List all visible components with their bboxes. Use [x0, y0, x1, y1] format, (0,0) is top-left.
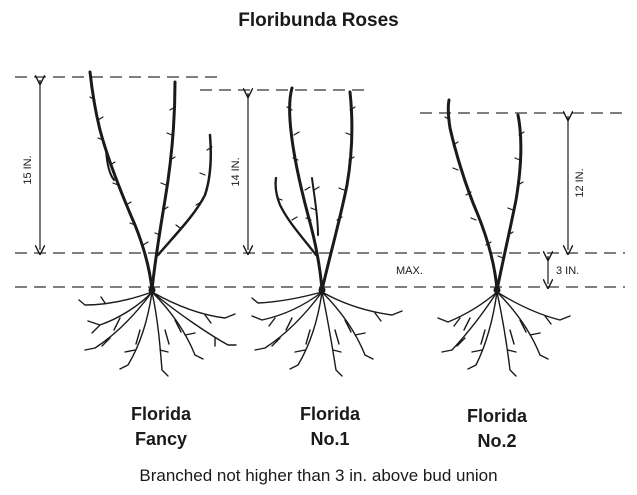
- grade-label-no1: Florida No.1: [270, 402, 390, 452]
- grade-fancy-line1: Florida: [101, 402, 221, 427]
- diagram-caption: Branched not higher than 3 in. above bud…: [0, 466, 637, 486]
- no1-height-label: 14 IN.: [230, 157, 242, 186]
- grade-no2-line2: No.2: [437, 429, 557, 454]
- grade-no2-line1: Florida: [437, 404, 557, 429]
- no1-rose-plant: [252, 88, 402, 376]
- grade-label-fancy: Florida Fancy: [101, 402, 221, 452]
- no2-rose-plant: [438, 100, 570, 376]
- grade-no1-line2: No.1: [270, 427, 390, 452]
- no2-height-label: 12 IN.: [574, 168, 586, 197]
- max-label: MAX.: [396, 265, 423, 277]
- branch-height-label: 3 IN.: [556, 265, 579, 277]
- fancy-rose-plant: [79, 72, 236, 376]
- grade-no1-line1: Florida: [270, 402, 390, 427]
- grade-fancy-line2: Fancy: [101, 427, 221, 452]
- fancy-height-label: 15 IN.: [22, 155, 34, 184]
- grade-label-no2: Florida No.2: [437, 404, 557, 454]
